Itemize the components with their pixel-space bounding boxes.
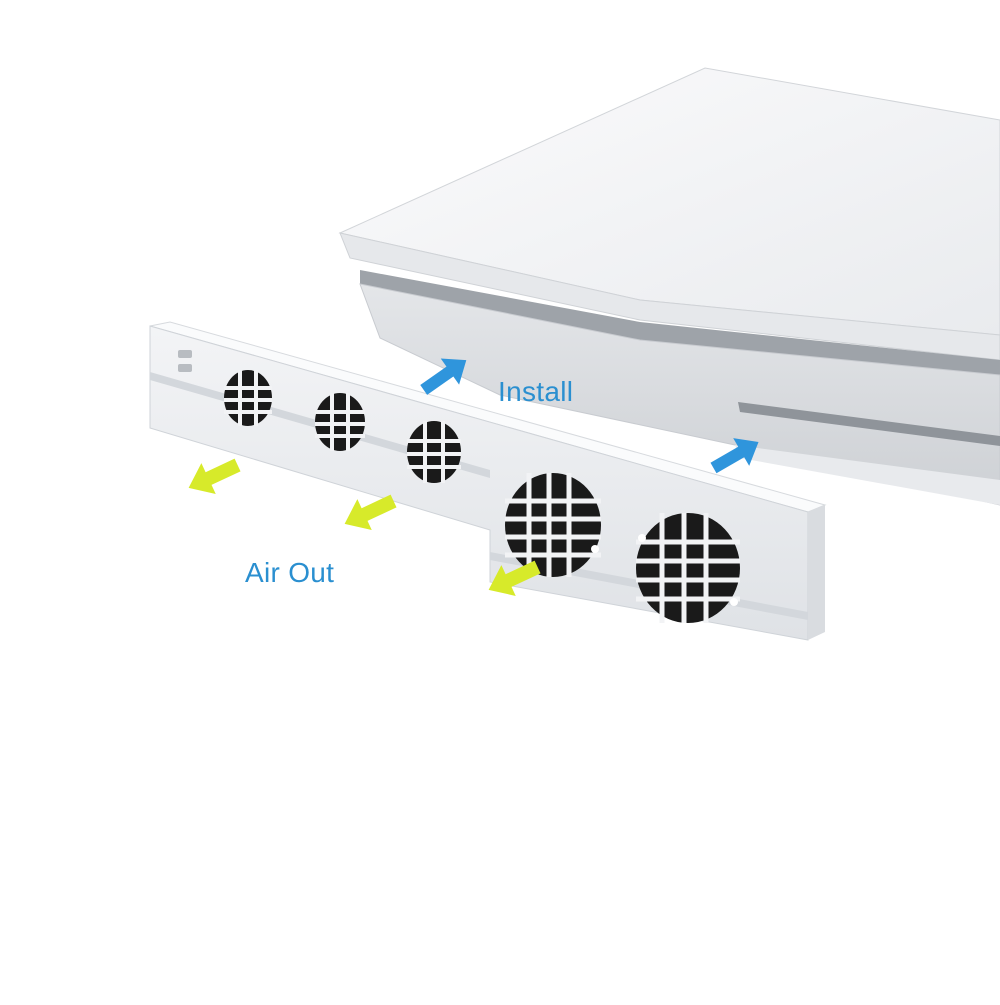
game-console <box>338 67 1000 506</box>
console-vent-slot <box>360 270 1000 375</box>
usb-port-bottom <box>178 364 192 372</box>
usb-port-top <box>178 350 192 358</box>
fan-grille-icon <box>505 473 601 577</box>
arrow-down-left-icon <box>188 458 241 494</box>
console-base-edge <box>735 445 1000 505</box>
arrow-down-left-icon <box>344 494 397 530</box>
fan-grille-icon <box>407 421 461 483</box>
arrow-up-right-icon <box>710 438 759 474</box>
fan-grille-icon <box>636 513 740 623</box>
cooling-fan-bar <box>149 321 827 641</box>
fan-bar-end <box>808 505 825 640</box>
fan-grille-icon <box>224 370 272 426</box>
console-lower-slot <box>738 402 1000 446</box>
fan-grille-icon <box>315 393 365 451</box>
console-front-upper <box>339 232 1000 361</box>
air-out-label: Air Out <box>245 557 335 588</box>
install-label: Install <box>498 376 574 407</box>
arrow-up-right-icon <box>420 358 467 395</box>
arrow-down-left-icon <box>488 560 541 596</box>
